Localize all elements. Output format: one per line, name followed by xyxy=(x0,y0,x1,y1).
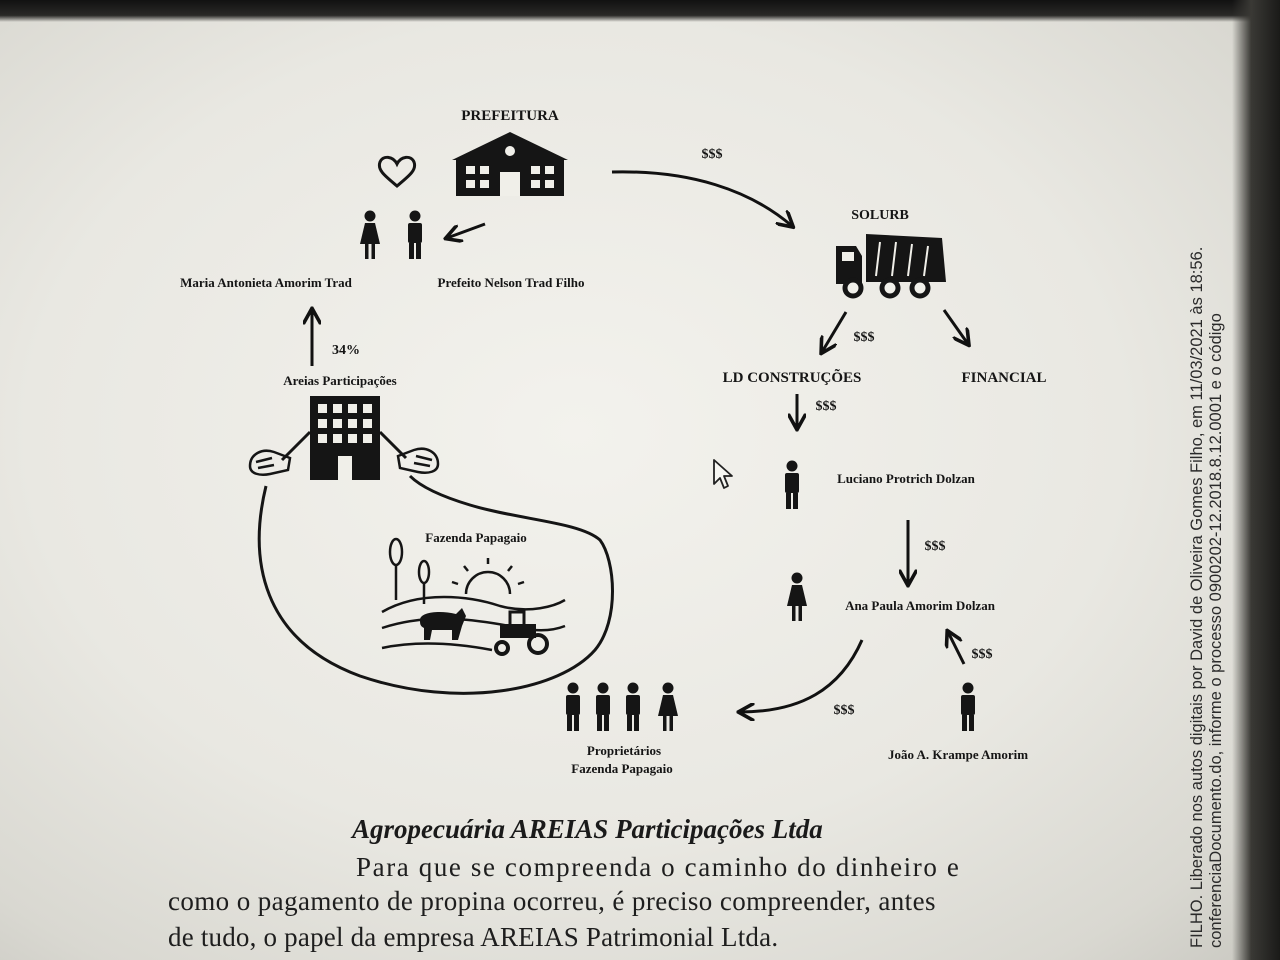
left-hand-money-icon xyxy=(248,449,292,476)
ana-label: Ana Paula Amorim Dolzan xyxy=(845,598,996,613)
body-text-line-2: como o pagamento de propina ocorreu, é p… xyxy=(168,886,936,916)
margin-note-line-2: conferenciaDocumento.do, informe o proce… xyxy=(1207,313,1225,948)
luciano-label: Luciano Protrich Dolzan xyxy=(837,471,975,486)
ld-construcoes-label: LD CONSTRUÇÕES xyxy=(723,368,862,386)
maria-label: Maria Antonieta Amorim Trad xyxy=(180,275,353,290)
city-hall-icon xyxy=(452,132,568,196)
arrow-prefeitura-to-solurb xyxy=(611,170,792,226)
cow-icon xyxy=(420,608,466,640)
garbage-truck-icon xyxy=(836,234,946,299)
joao-figure-icon xyxy=(961,682,975,731)
joao-label: João A. Krampe Amorim xyxy=(888,747,1028,762)
arrow-solurb-to-ld xyxy=(822,311,848,352)
arrow-ana-to-proprietarios xyxy=(740,639,864,712)
margin-digital-signature-note: FILHO. Liberado nos autos digitais por D… xyxy=(1188,247,1226,948)
luciano-figure-icon xyxy=(785,460,799,509)
money-label-solurb-ld: $$$ xyxy=(854,330,875,345)
monitor-right-bezel xyxy=(1232,0,1280,960)
arrow-solurb-to-financial xyxy=(942,309,968,344)
money-label-prefeitura-solurb: $$$ xyxy=(702,147,723,162)
section-caption: Agropecuária AREIAS Participações Ltda xyxy=(352,814,823,844)
right-hand-money-icon xyxy=(396,447,440,474)
office-building-icon xyxy=(280,396,408,480)
body-text-line-3: de tudo, o papel da empresa AREIAS Patri… xyxy=(168,922,779,952)
share-34-label: 34% xyxy=(332,343,360,358)
money-label-joao-ana: $$$ xyxy=(972,647,993,662)
areias-label: Areias Participações xyxy=(283,373,396,388)
tractor-icon xyxy=(494,610,549,656)
arrow-to-prefeito xyxy=(447,222,486,238)
prefeito-label: Prefeito Nelson Trad Filho xyxy=(438,275,585,290)
body-text-line-1: Para que se compreenda o caminho do dinh… xyxy=(356,852,961,882)
proprietarios-label-line1: Proprietários xyxy=(587,743,661,758)
proprietarios-group-icon xyxy=(566,682,678,731)
prefeito-figure-icon xyxy=(408,210,422,259)
monitor-top-bezel xyxy=(0,0,1280,22)
money-label-luciano-ana: $$$ xyxy=(925,539,946,554)
fazenda-ownership-loop xyxy=(257,474,614,695)
prefeitura-label: PREFEITURA xyxy=(461,108,559,124)
maria-figure-icon xyxy=(360,210,380,259)
proprietarios-label-line2: Fazenda Papagaio xyxy=(571,761,672,776)
money-label-ld-luciano: $$$ xyxy=(816,399,837,414)
solurb-label: SOLURB xyxy=(851,208,909,223)
money-label-ana-proprietarios: $$$ xyxy=(834,703,855,718)
heart-icon xyxy=(377,155,417,188)
ana-figure-icon xyxy=(787,572,807,621)
margin-note-line-1: FILHO. Liberado nos autos digitais por D… xyxy=(1188,246,1206,948)
financial-label: FINANCIAL xyxy=(961,370,1046,386)
mouse-pointer-icon xyxy=(713,459,733,489)
fazenda-label: Fazenda Papagaio xyxy=(425,530,526,545)
arrow-joao-to-ana xyxy=(948,632,966,665)
